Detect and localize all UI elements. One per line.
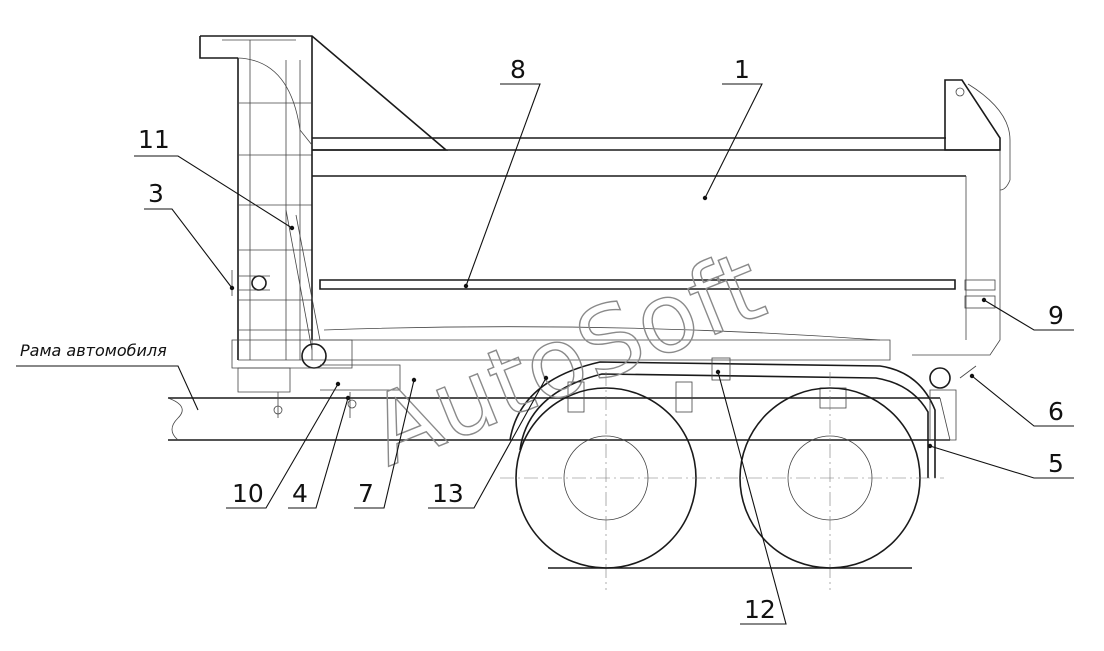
svg-text:10: 10 xyxy=(232,479,264,508)
callout-5: 5 xyxy=(927,443,1074,479)
frame-caption-leader xyxy=(16,365,199,411)
svg-text:1: 1 xyxy=(734,55,750,84)
callout-7: 7 xyxy=(354,377,417,509)
tailgate-fittings xyxy=(929,365,977,441)
svg-text:12: 12 xyxy=(744,595,776,624)
watermark: AutoSoft xyxy=(355,230,779,488)
callout-10: 11 xyxy=(134,125,295,231)
svg-text:8: 8 xyxy=(510,55,526,84)
hinge-and-cylinder xyxy=(231,209,401,418)
svg-text:13: 13 xyxy=(432,479,464,508)
callout-12: 12 xyxy=(715,369,787,625)
callout-9: 9 xyxy=(981,297,1074,331)
callout-1: 1 xyxy=(702,55,763,201)
svg-text:6: 6 xyxy=(1048,397,1064,426)
callout-3: 3 xyxy=(144,179,235,291)
callout-13: 13 xyxy=(428,375,549,509)
vehicle-frame xyxy=(167,397,951,441)
wheels xyxy=(500,372,944,590)
svg-text:5: 5 xyxy=(1048,449,1064,478)
svg-text:3: 3 xyxy=(148,179,164,208)
svg-text:7: 7 xyxy=(358,479,374,508)
callout-6: 6 xyxy=(969,373,1074,427)
svg-text:11: 11 xyxy=(138,125,170,154)
callout-4: 4 xyxy=(288,395,351,509)
fender xyxy=(509,357,936,478)
front-headboard xyxy=(199,35,449,361)
dump-body xyxy=(311,79,1011,361)
callout-8: 8 xyxy=(463,55,541,289)
svg-text:9: 9 xyxy=(1048,301,1064,330)
svg-text:4: 4 xyxy=(292,479,308,508)
frame-caption: Рама автомобиля xyxy=(20,341,167,360)
callout-11: 10 xyxy=(226,381,341,509)
